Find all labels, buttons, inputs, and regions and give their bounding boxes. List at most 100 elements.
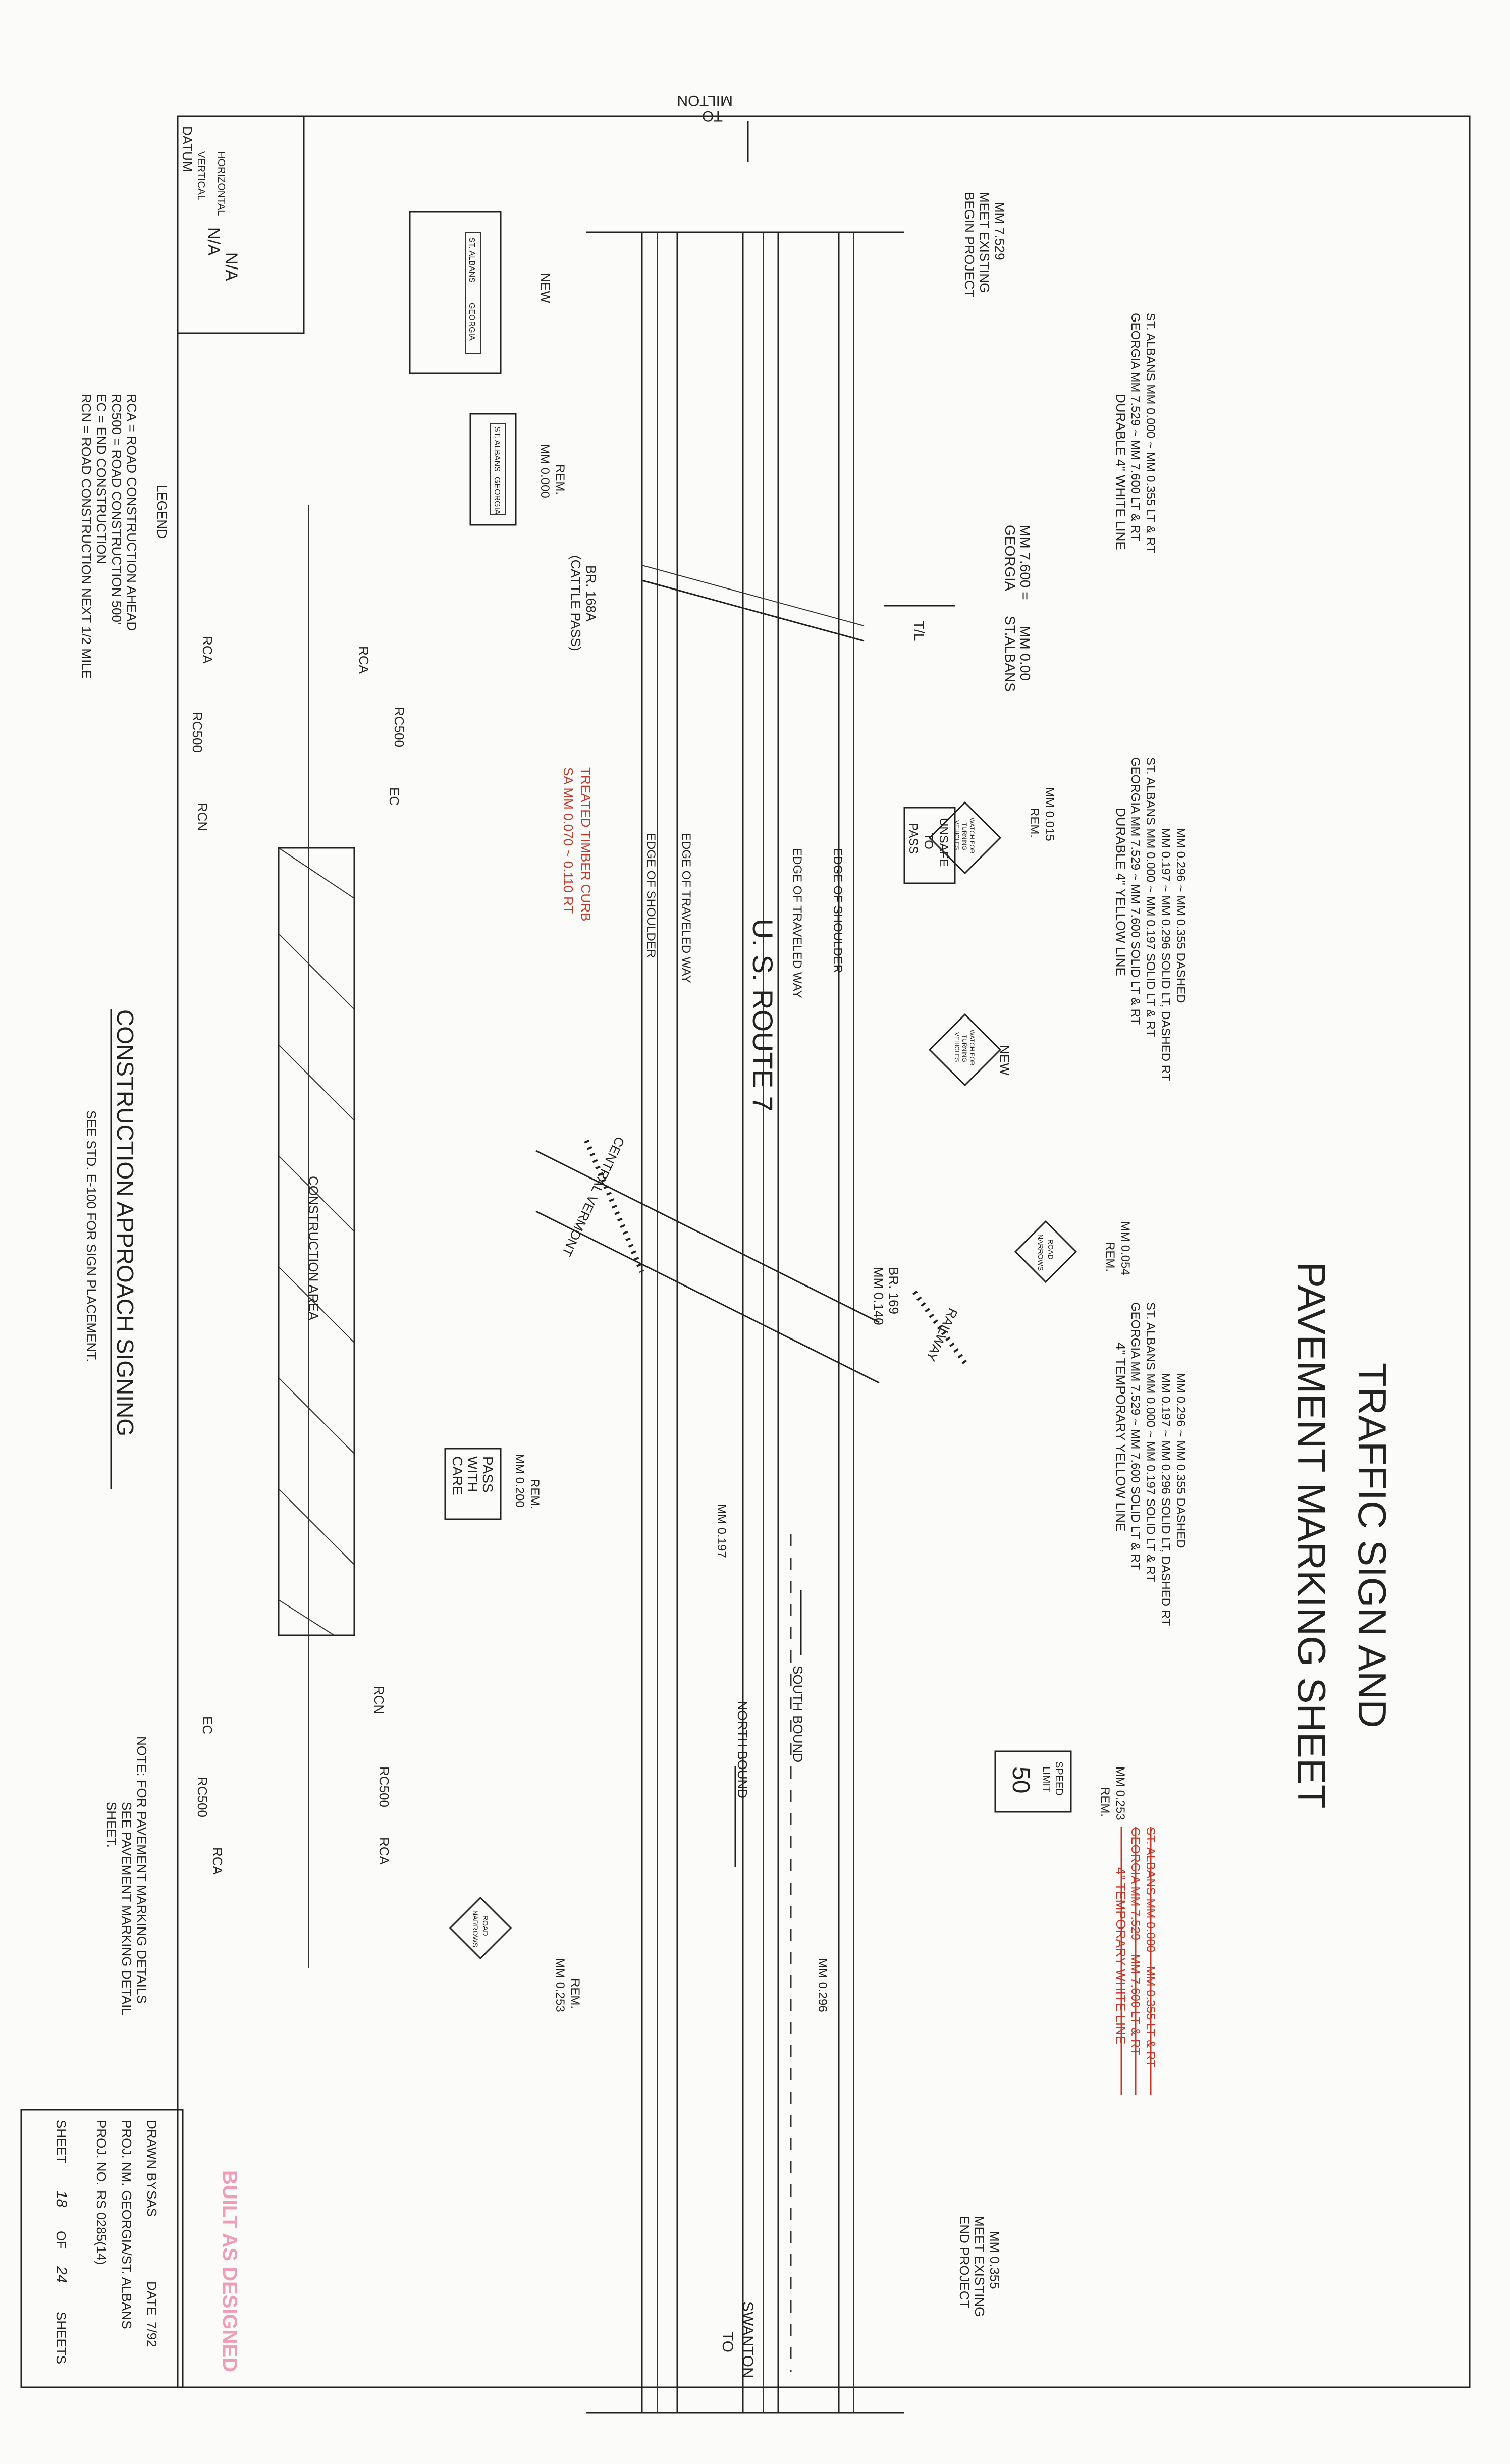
sign-guide-new: ST. ALBANS GEORGIA	[409, 211, 502, 374]
rem-0000-mm: MM 0.000	[538, 444, 552, 498]
proj-name-value: GEORGIA/ST. ALBANS	[119, 2190, 134, 2329]
sign-pass-line-2: WITH	[465, 1456, 480, 1492]
sign-watch-turning-1: WATCH FOR TURNING VEHICLES	[928, 801, 1002, 875]
sign-narrows-bottom-line-2: NARROWS	[471, 1910, 479, 1947]
approach-rc500-1: RC500	[392, 707, 407, 747]
title-line-1: TRAFFIC SIGN AND	[1350, 1363, 1394, 1728]
sheet-label: SHEET	[53, 2120, 69, 2164]
sign-watch-turning-2: WATCH FOR TURNING VEHICLES	[928, 1013, 1002, 1087]
of-label: OF	[53, 2231, 69, 2249]
guide-rem-line-2: GEORGIA	[493, 477, 501, 515]
rem-0015-mm: MM 0.015	[1043, 787, 1056, 841]
note-yellow-line-4: MM 0.296 ~ MM 0.355 DASHED	[1174, 828, 1188, 1003]
edge-traveled-bottom: EDGE OF TRAVELED WAY	[679, 833, 693, 983]
townline-label: T/L	[911, 621, 927, 641]
sign-speed-line-1: SPEED	[1053, 1761, 1064, 1796]
sheet-number: 18	[53, 2190, 70, 2208]
note-yellow-line-3: MM 0.197 ~ MM 0.296 SOLID LT, DASHED RT	[1159, 828, 1172, 1081]
end-mm: MM 0.355	[987, 2231, 1002, 2289]
datum-label: DATUM	[180, 126, 195, 172]
mm-0296-label: MM 0.296	[816, 1958, 829, 2012]
edge-traveled-top: EDGE OF TRAVELED WAY	[790, 848, 804, 998]
sign-pass-line-3: CARE	[450, 1456, 465, 1495]
datum-box: DATUM VERTICAL N/A HORIZONTAL N/A	[177, 115, 305, 334]
legend-item-ec: EC = END CONSTRUCTION	[94, 394, 109, 564]
begin-project-label: BEGIN PROJECT	[962, 192, 977, 298]
built-as-designed-stamp: BUILT AS DESIGNED	[219, 2170, 241, 2372]
approach-rcn-2: RCN	[371, 1686, 387, 1714]
title-line-2: PAVEMENT MARKING SHEET	[1289, 1262, 1334, 1809]
sign-watch2-line-1: WATCH FOR	[968, 1030, 976, 1066]
edge-shoulder-bottom: EDGE OF SHOULDER	[644, 833, 658, 958]
approach-ec-1: EC	[387, 787, 402, 806]
legend-item-rcn: RCN = ROAD CONSTRUCTION NEXT 1/2 MILE	[79, 394, 94, 679]
sign-label-new-1: NEW	[538, 273, 553, 303]
approach-rc500-3: RC500	[376, 1766, 392, 1807]
sign-guide-rem: ST. ALBANS GEORGIA	[469, 413, 517, 526]
bridge-168a: BR. 168A	[583, 565, 599, 622]
sign-speed-line-2: LIMIT	[1041, 1766, 1052, 1792]
bridge-168a-note: (CATTLE PASS)	[568, 555, 583, 651]
note-yellow-line-2: ST. ALBANS MM 0.000 ~ MM 0.197 SOLID LT …	[1144, 757, 1157, 1037]
note-yellow-title: DURABLE 4" YELLOW LINE	[1113, 808, 1128, 976]
treated-curb-label: TREATED TIMBER CURB	[578, 767, 594, 921]
sign-speed-value: 50	[1007, 1766, 1034, 1793]
bridge-169: BR. 169	[886, 1267, 901, 1314]
approach-subtitle: SEE STD. E-100 FOR SIGN PLACEMENT.	[84, 1110, 99, 1362]
legend-item-rc500: RC500 = ROAD CONSTRUCTION 500'	[109, 394, 124, 625]
sheet-border	[177, 115, 1471, 2388]
rem-0054-label: REM.	[1103, 1242, 1117, 1272]
sign-narrows-top-line-2: NARROWS	[1037, 1234, 1045, 1271]
sign-watch2-line-3: VEHICLES	[953, 1032, 960, 1062]
date-value: 7/92	[144, 2322, 159, 2347]
sign-pass-line-1: PASS	[480, 1456, 496, 1493]
sign-watch2-line-2: TURNING	[961, 1035, 968, 1062]
treated-curb-mm: SA MM 0.070 ~ 0.110 RT	[561, 767, 576, 914]
sign-unsafe-to-pass: UNSAFE TO PASS	[903, 807, 956, 884]
date-label: DATE	[144, 2281, 159, 2315]
to-swanton-name: SWANTON	[739, 2301, 756, 2378]
rem-0253a-mm: MM 0.253	[1113, 1766, 1127, 1820]
bridge-169-mm: MM 0.140	[871, 1267, 886, 1325]
approach-ec-2: EC	[200, 1716, 215, 1734]
approach-rca-1: RCA	[356, 646, 371, 674]
rem-0015-label: REM.	[1028, 808, 1041, 838]
note-temp-yellow-line-4: MM 0.296 ~ MM 0.355 DASHED	[1174, 1373, 1188, 1548]
sign-watch1-line-1: WATCH FOR	[968, 818, 976, 854]
townline-stalbans: ST.ALBANS	[1002, 616, 1018, 692]
legend-title: LEGEND	[154, 485, 170, 539]
datum-vertical-value: N/A	[204, 227, 223, 256]
sign-narrows-bottom-line-1: ROAD	[481, 1915, 490, 1936]
note-white-stalbans: ST. ALBANS MM 0.000 ~ MM 0.355 LT & RT	[1144, 313, 1157, 553]
proj-no-label: PROJ. NO.	[94, 2120, 109, 2185]
note-temp-yellow-line-3: MM 0.197 ~ MM 0.296 SOLID LT, DASHED RT	[1159, 1373, 1172, 1626]
approach-title: CONSTRUCTION APPROACH SIGNING	[112, 1009, 138, 1436]
townline-georgia-mm: MM 7.600 =	[1017, 525, 1033, 600]
sheets-label: SHEETS	[53, 2312, 69, 2364]
edge-shoulder-top: EDGE OF SHOULDER	[831, 848, 844, 973]
railway-track	[912, 1291, 967, 1364]
note-temp-yellow-line-2: ST. ALBANS MM 0.000 ~ MM 0.197 SOLID LT …	[1144, 1302, 1157, 1582]
guide-new-line-1: ST. ALBANS	[467, 237, 476, 283]
title-block: DRAWN BY SAS DATE 7/92 PROJ. NM. GEORGIA…	[20, 2109, 184, 2388]
approach-rc500-4: RC500	[195, 1777, 210, 1817]
sheet-total: 24	[53, 2266, 70, 2283]
note-temp-yellow-title: 4" TEMPORARY YELLOW LINE	[1113, 1343, 1128, 1531]
sign-unsafe-line-3: PASS	[906, 823, 920, 854]
datum-vertical-label: VERTICAL	[195, 151, 206, 200]
end-meet-existing: MEET EXISTING	[972, 2216, 987, 2317]
approach-rca-4: RCA	[210, 1847, 225, 1876]
townline-georgia: GEORGIA	[1002, 525, 1018, 591]
begin-meet-existing: MEET EXISTING	[977, 192, 992, 293]
road-lines	[535, 231, 904, 2414]
central-vermont-track	[584, 1140, 644, 1273]
drawn-by-label: DRAWN BY	[144, 2120, 159, 2190]
to-milton-name: MILTON	[677, 92, 733, 109]
construction-area: CONSTRUCTION AREA	[278, 847, 355, 1636]
rem-0253b-label: REM.	[568, 1978, 582, 2009]
drawn-by-value: SAS	[144, 2190, 159, 2217]
sign-unsafe-line-1: UNSAFE	[937, 818, 950, 867]
sign-pass-with-care: PASS WITH CARE	[444, 1448, 502, 1520]
southbound-label: SOUTH BOUND	[790, 1666, 805, 1762]
